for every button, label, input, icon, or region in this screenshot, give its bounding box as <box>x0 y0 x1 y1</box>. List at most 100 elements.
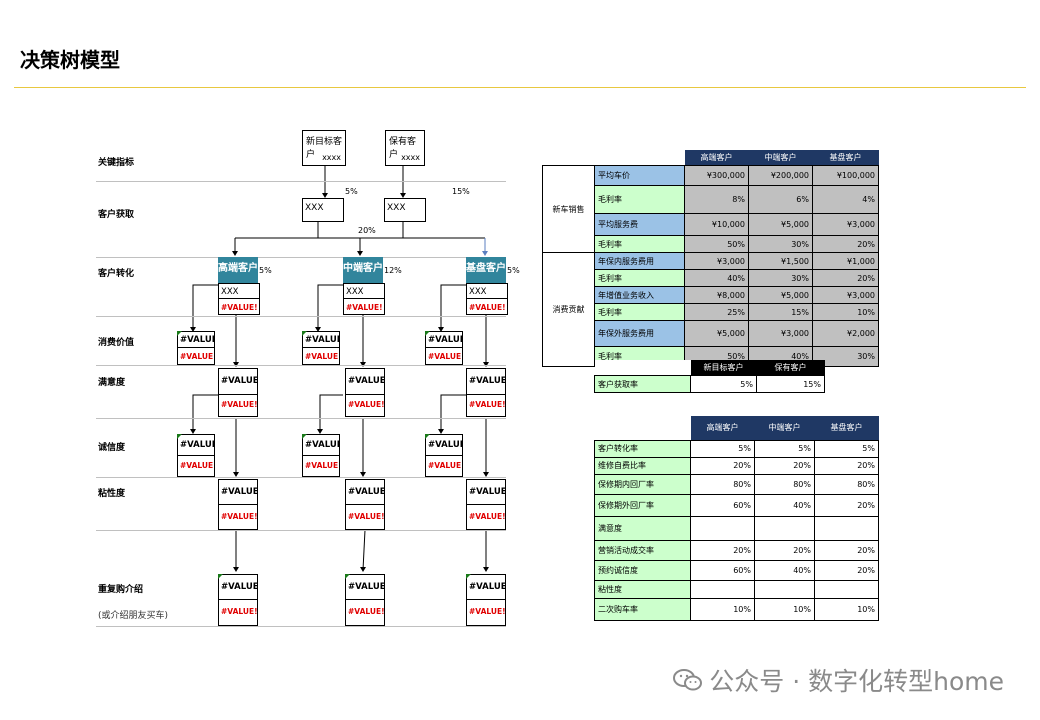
column-header: 高端客户 <box>684 150 749 166</box>
comment-marker-icon <box>425 331 430 336</box>
table-row: 平均服务费 ¥10,000 ¥5,000 ¥3,000 <box>543 213 879 236</box>
table-cell: 15% <box>748 303 813 321</box>
row-label: 毛利率 <box>594 269 685 287</box>
table-row: 毛利率 40% 30% 20% <box>543 269 879 287</box>
error-cell: #VALUE! <box>345 505 385 530</box>
table-cell: 20% <box>690 456 755 475</box>
table-cell: 5% <box>754 439 815 458</box>
table-cell: 50% <box>684 235 749 253</box>
table-row: 维修自费比率 20% 20% 20% <box>594 456 879 475</box>
row-sublabel-repurchase: (或介绍朋友买车) <box>98 611 169 621</box>
box-value: xxxx <box>401 153 420 162</box>
table-cell <box>814 579 879 599</box>
table-cell: 80% <box>754 473 815 495</box>
table-header-row: 高端客户 中端客户 基盘客户 <box>542 150 879 166</box>
table-cell: ¥1,000 <box>812 252 879 270</box>
error-cell: #VALUE! <box>345 600 385 626</box>
table-row: 保修期外回厂率 60% 40% 20% <box>594 493 879 517</box>
table-cell: 20% <box>812 235 879 253</box>
table-cell: 6% <box>748 185 813 214</box>
row-label: 年增值业务收入 <box>594 286 685 304</box>
error-cell: #VALUE! <box>177 456 215 477</box>
table-cell <box>814 515 879 541</box>
row-label: 保修期外回厂率 <box>594 493 691 517</box>
value-cell: #VALUE <box>466 574 506 600</box>
table-row: 客户转化率 5% 5% 5% <box>594 439 879 458</box>
error-cell: #VALUE! <box>218 600 258 626</box>
acquisition-box-new: XXX <box>302 198 344 222</box>
table-row: 毛利率 50% 30% 20% <box>543 235 879 253</box>
row-divider <box>96 530 506 531</box>
row-label: 维修自费比率 <box>594 456 691 475</box>
table-cell: 20% <box>754 539 815 561</box>
comment-marker-icon <box>302 331 307 336</box>
comment-marker-icon <box>177 331 182 336</box>
row-label-repurchase: 重复购介绍 <box>98 585 144 595</box>
row-label-satisfaction: 满意度 <box>98 378 126 388</box>
table-cell: 20% <box>814 493 879 517</box>
row-label: 预约诚信度 <box>594 559 691 581</box>
error-cell: #VALUE! <box>218 505 258 530</box>
value-cell: #VALUE <box>466 368 506 395</box>
table-row: 粘性度 <box>594 579 879 599</box>
table-cell: 4% <box>812 185 879 214</box>
table-cell: ¥3,000 <box>748 320 813 347</box>
group-label-consumption: 消费贡献 <box>542 252 595 367</box>
row-label: 满意度 <box>594 515 691 541</box>
table-row: 客户获取率 5% 15% <box>594 375 825 393</box>
row-label: 客户获取率 <box>594 375 691 393</box>
table-cell: 20% <box>812 269 879 287</box>
table-cell: 20% <box>814 559 879 581</box>
table-cell: ¥10,000 <box>684 213 749 236</box>
table-cell: ¥200,000 <box>748 165 813 186</box>
value-cell: #VALUE <box>425 434 463 456</box>
table-cell: ¥5,000 <box>748 213 813 236</box>
comment-marker-icon <box>177 434 182 439</box>
error-cell: #VALUE! <box>218 395 258 417</box>
error-cell: #VALUE! <box>302 348 340 365</box>
table-cell: 20% <box>814 539 879 561</box>
table-cell: 10% <box>814 597 879 621</box>
table-cell: ¥8,000 <box>684 286 749 304</box>
table-cell: 5% <box>690 375 757 393</box>
value-cell: #VALUE <box>302 434 340 456</box>
page-title: 决策树模型 <box>20 48 120 72</box>
error-cell: #VALUE! <box>425 348 463 365</box>
comment-marker-icon <box>302 434 307 439</box>
comment-marker-icon <box>218 574 223 579</box>
comment-marker-icon <box>466 574 471 579</box>
row-divider <box>96 181 506 182</box>
table-cell: 5% <box>690 439 755 458</box>
table-cell <box>690 515 755 541</box>
error-cell: #VALUE! <box>345 395 385 417</box>
table-cell: ¥1,500 <box>748 252 813 270</box>
value-cell: #VALUE <box>466 479 506 505</box>
column-header: 保有客户 <box>756 360 825 376</box>
column-header: 基盘客户 <box>814 416 879 440</box>
value-cell: #VALUE <box>302 331 340 348</box>
table-cell <box>690 579 755 599</box>
box-value: xxxx <box>322 153 341 162</box>
row-label: 毛利率 <box>594 303 685 321</box>
value-cell: #VALUE <box>177 434 215 456</box>
table-row: 二次购车率 10% 10% 10% <box>594 597 879 621</box>
row-label: 保修期内回厂率 <box>594 473 691 495</box>
title-divider <box>14 87 1026 88</box>
value-cell: #VALUE <box>177 331 215 348</box>
segment-value-cell: XXX <box>343 283 385 299</box>
error-cell: #VALUE! <box>177 348 215 365</box>
table-cell: 10% <box>690 597 755 621</box>
table-cell: 60% <box>690 559 755 581</box>
table-cell: 20% <box>690 539 755 561</box>
table-cell: 40% <box>754 493 815 517</box>
new-target-customer-box: 新目标客户 xxxx <box>302 130 346 166</box>
table-cell: ¥3,000 <box>812 213 879 236</box>
table-cell: 10% <box>754 597 815 621</box>
comment-marker-icon <box>345 574 350 579</box>
row-label-key-metrics: 关键指标 <box>98 158 135 168</box>
segment-high-end: 高端客户 <box>218 257 258 283</box>
comment-marker-icon <box>425 434 430 439</box>
row-divider <box>96 365 506 366</box>
table-row: 满意度 <box>594 515 879 541</box>
row-label-conversion: 客户转化 <box>98 269 135 279</box>
